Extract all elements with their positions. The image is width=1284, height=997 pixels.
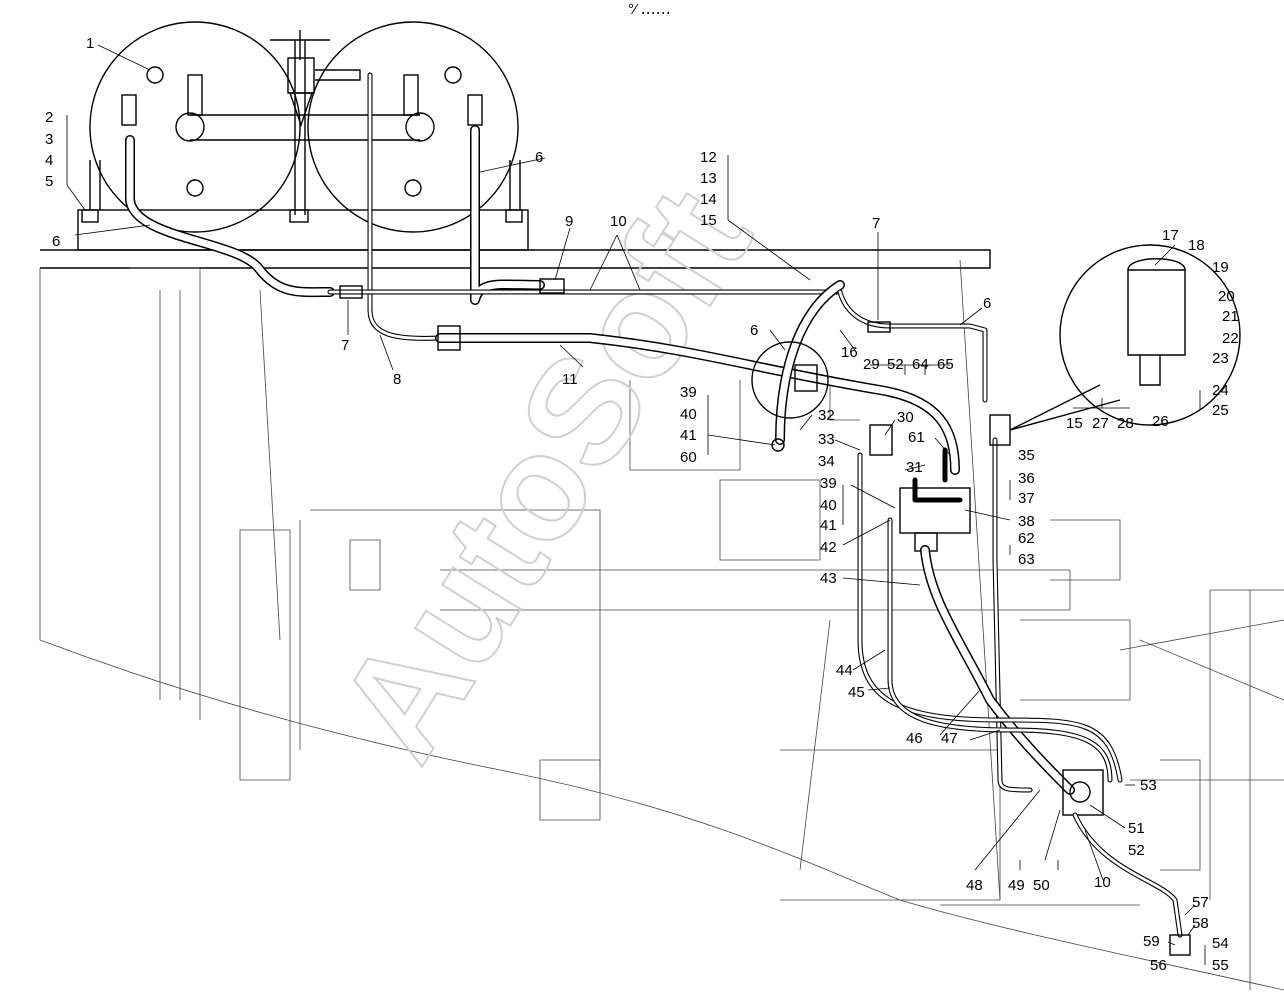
callout-labels: 1 2 3 4 5 6 6 6 6 7 7 8 9 10 10 11 12 13… [45,35,1239,974]
drawing-code: °⁄ ‥‥‥ [628,1,671,18]
callout-34: 34 [818,453,835,470]
callout-3: 3 [45,131,53,148]
callout-11: 11 [562,371,578,388]
callout-30: 30 [897,409,914,426]
callout-61: 61 [908,429,925,446]
callout-50: 50 [1033,877,1050,894]
callout-16: 16 [841,344,858,361]
callout-10-top: 10 [610,213,627,230]
chassis-background [39,249,1284,991]
callout-42: 42 [820,539,837,556]
callout-39-right: 39 [820,475,837,492]
callout-41-right: 41 [820,517,837,534]
callout-54: 54 [1212,935,1229,952]
callout-64: 64 [912,356,929,373]
callout-27: 27 [1092,415,1109,432]
callout-45: 45 [848,684,865,701]
callout-23: 23 [1212,350,1229,367]
callout-6-center: 6 [750,322,758,339]
callout-18: 18 [1188,237,1205,254]
callout-39-left: 39 [680,384,697,401]
callout-9: 9 [565,213,573,230]
watermark: AutoSoft [304,160,784,788]
callout-12: 12 [700,149,717,166]
callout-48: 48 [966,877,983,894]
callout-26: 26 [1152,413,1169,430]
callout-53: 53 [1140,777,1157,794]
callout-31: 31 [906,459,923,476]
callout-51: 51 [1128,820,1145,837]
callout-5: 5 [45,173,53,190]
callout-44: 44 [836,662,853,679]
callout-43: 43 [820,570,837,587]
callout-58: 58 [1192,915,1209,932]
callout-14: 14 [700,191,717,208]
callout-2: 2 [45,109,53,126]
callout-19: 19 [1212,259,1229,276]
callout-38: 38 [1018,513,1035,530]
callout-33: 33 [818,431,835,448]
callout-6-right: 6 [983,295,991,312]
callout-15-top: 15 [700,212,717,229]
callout-32: 32 [818,407,835,424]
callout-40-left: 40 [680,406,697,423]
callout-62: 62 [1018,530,1035,547]
callout-36: 36 [1018,470,1035,487]
watermark-text: AutoSoft [305,161,783,787]
callout-10-bottom: 10 [1094,874,1111,891]
callout-52-bottom: 52 [1128,842,1145,859]
callout-24: 24 [1212,382,1229,399]
callout-65: 65 [937,356,954,373]
callout-49: 49 [1008,877,1025,894]
air-lines [125,72,1241,956]
callout-47: 47 [941,730,958,747]
callout-leaders [66,44,1206,965]
callout-21: 21 [1222,308,1239,325]
callout-57: 57 [1192,894,1209,911]
callout-41-left: 41 [680,427,697,444]
callout-25: 25 [1212,402,1229,419]
callout-46: 46 [906,730,923,747]
callout-60: 60 [680,449,697,466]
callout-7-left: 7 [341,337,349,354]
air-tanks [77,21,529,251]
callout-13: 13 [700,170,717,187]
callout-7-right: 7 [872,215,880,232]
callout-28: 28 [1117,415,1134,432]
callout-17: 17 [1162,227,1179,244]
callout-22: 22 [1222,330,1239,347]
callout-6-left: 6 [52,233,60,250]
callout-35: 35 [1018,447,1035,464]
callout-15-filter: 15 [1066,415,1083,432]
callout-59: 59 [1143,933,1160,950]
callout-63: 63 [1018,551,1035,568]
callout-37: 37 [1018,490,1035,507]
callout-6-tank: 6 [535,149,543,166]
callout-55: 55 [1212,957,1229,974]
callout-29: 29 [863,356,880,373]
callout-52-top: 52 [887,356,904,373]
callout-4: 4 [45,152,53,169]
callout-20: 20 [1218,288,1235,305]
callout-40-right: 40 [820,497,837,514]
callout-1: 1 [86,35,94,52]
callout-56: 56 [1150,957,1167,974]
callout-8: 8 [393,371,401,388]
